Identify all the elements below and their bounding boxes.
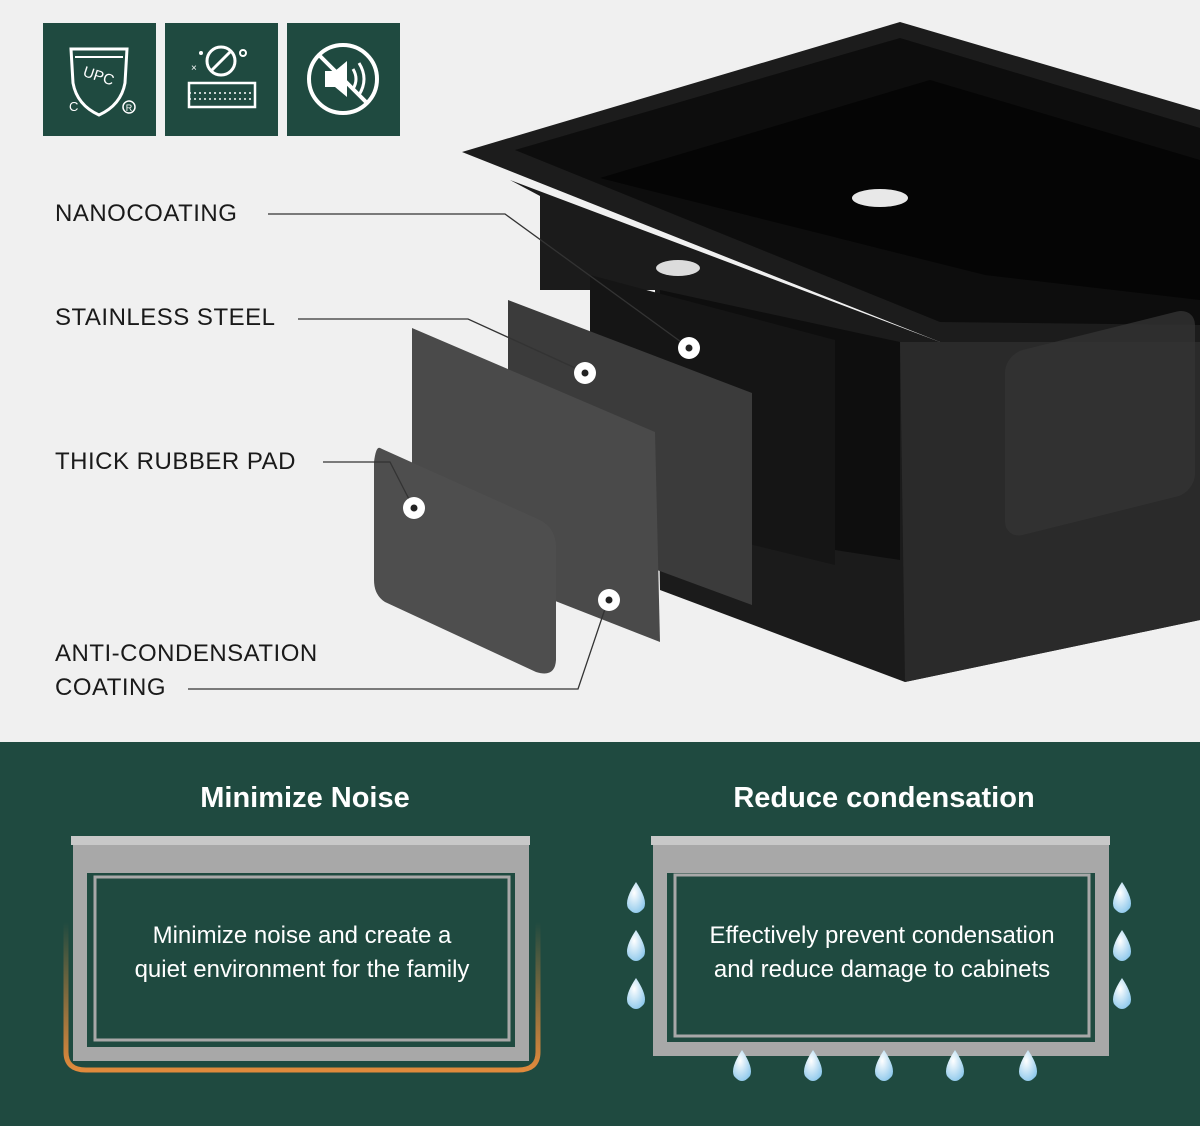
upc-badge: UPC C R <box>43 23 156 136</box>
condensation-title: Reduce condensation <box>733 782 1035 814</box>
water-drop-icon <box>627 882 645 913</box>
label-anti-condensation-coating: ANTI-CONDENSATION COATING <box>55 640 318 701</box>
nanocoating-badge: × <box>165 23 278 136</box>
label-stainless-steel: STAINLESS STEEL <box>55 304 276 331</box>
condensation-sink-diagram <box>651 836 1110 1056</box>
water-drop-icon <box>1113 930 1131 961</box>
water-drop-icon <box>946 1050 964 1081</box>
water-drop-icon <box>627 930 645 961</box>
mute-badge <box>287 23 400 136</box>
water-drop-icon <box>875 1050 893 1081</box>
label-thick-rubber-pad: THICK RUBBER PAD <box>55 448 296 475</box>
drain-hole <box>852 189 908 207</box>
noise-title: Minimize Noise <box>200 782 410 814</box>
svg-text:×: × <box>191 63 197 74</box>
condensation-description: Effectively prevent condensation and red… <box>709 922 1055 983</box>
water-drop-icons <box>627 882 1131 1081</box>
noise-sink-diagram <box>63 836 541 1073</box>
svg-text:C: C <box>69 99 78 114</box>
label-nanocoating: NANOCOATING <box>55 200 238 227</box>
sink-exploded-illustration <box>188 22 1200 690</box>
anti-bacteria-nanocoating-icon: × <box>187 45 257 109</box>
water-drop-icon <box>733 1050 751 1081</box>
layer-markers <box>403 337 700 611</box>
feature-diagrams <box>63 836 1131 1081</box>
water-drop-icon <box>1113 978 1131 1009</box>
water-drop-icon <box>804 1050 822 1081</box>
noise-description: Minimize noise and create a quiet enviro… <box>134 922 470 983</box>
water-drop-icon <box>1019 1050 1037 1081</box>
mute-speaker-icon <box>307 43 379 115</box>
upc-certification-icon: UPC C R <box>69 47 136 117</box>
water-drop-icon <box>627 978 645 1009</box>
water-drop-icon <box>1113 882 1131 913</box>
svg-text:R: R <box>126 103 133 113</box>
